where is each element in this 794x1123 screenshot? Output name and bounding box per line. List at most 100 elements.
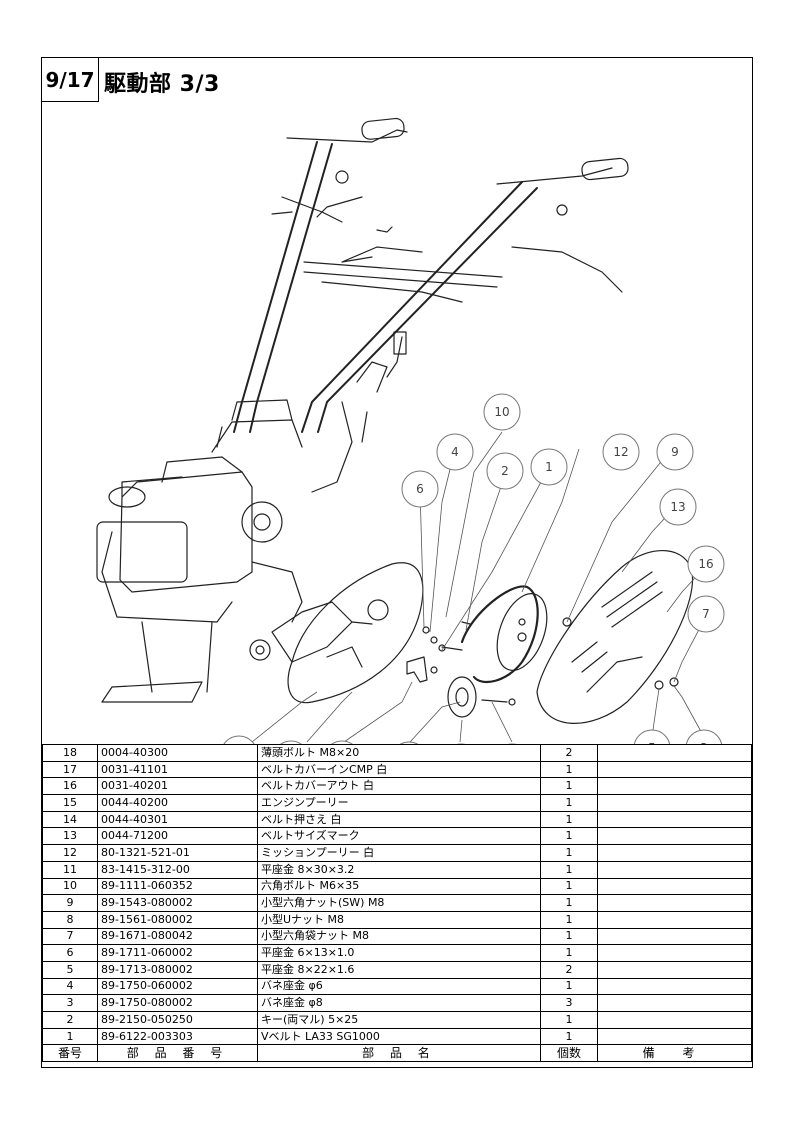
callout-13: 13	[659, 488, 697, 526]
engine-pulley-drawing	[447, 676, 516, 718]
cell-quantity: 1	[540, 777, 598, 796]
cell-part-name: ベルトカバーアウト 白	[257, 777, 541, 796]
cell-part-name: ベルト押さえ 白	[257, 810, 541, 829]
cell-remarks	[597, 744, 752, 762]
callout-18: 18	[399, 741, 419, 744]
cell-quantity: 1	[540, 794, 598, 812]
cell-quantity: 1	[540, 760, 598, 779]
cell-part-name: エンジンプーリー	[257, 794, 541, 812]
cell-part-number: 0044-71200	[97, 827, 258, 846]
cell-part-name: 小型六角ナット(SW) M8	[257, 894, 541, 912]
cell-part-name: ミッションプーリー 白	[257, 844, 541, 862]
cell-number: 13	[42, 827, 98, 846]
parts-table-header: 番号 部 品 番 号 部 品 名 個数 備 考	[42, 1044, 752, 1063]
cell-part-number: 89-1750-080002	[97, 994, 258, 1012]
callout-16: 16	[687, 545, 725, 583]
cell-quantity: 1	[540, 944, 598, 962]
cell-quantity: 1	[540, 877, 598, 896]
cell-number: 8	[42, 910, 98, 929]
col-header-quantity: 個数	[540, 1044, 598, 1063]
cell-part-name: 平座金 8×30×3.2	[257, 860, 541, 879]
cell-remarks	[597, 994, 752, 1012]
cell-part-name: Vベルト LA33 SG1000	[257, 1027, 541, 1046]
cell-part-name: 小型Uナット M8	[257, 910, 541, 929]
cell-part-name: バネ座金 φ6	[257, 977, 541, 996]
cell-quantity: 1	[540, 860, 598, 879]
cell-quantity: 1	[540, 910, 598, 929]
cell-remarks	[597, 944, 752, 962]
svg-text:13: 13	[670, 500, 685, 514]
cell-remarks	[597, 760, 752, 779]
engine-drawing	[96, 361, 388, 703]
cell-number: 16	[42, 777, 98, 796]
cell-part-number: 89-6122-003303	[97, 1027, 258, 1046]
cell-part-number: 89-1713-080002	[97, 960, 258, 979]
cell-remarks	[597, 827, 752, 846]
cell-part-number: 89-1671-080042	[97, 927, 258, 946]
cell-quantity: 1	[540, 827, 598, 846]
cell-part-number: 0044-40301	[97, 810, 258, 829]
callout-4: 4	[436, 433, 474, 471]
callout-8: 8	[223, 735, 255, 744]
cell-part-name: バネ座金 φ8	[257, 994, 541, 1012]
cell-remarks	[597, 927, 752, 946]
cell-number: 9	[42, 894, 98, 912]
cell-quantity: 1	[540, 810, 598, 829]
cell-number: 3	[42, 994, 98, 1012]
col-header-remarks: 備 考	[597, 1044, 752, 1063]
cell-part-number: 89-1543-080002	[97, 894, 258, 912]
cell-part-number: 89-1711-060002	[97, 944, 258, 962]
cell-remarks	[597, 794, 752, 812]
cell-quantity: 1	[540, 927, 598, 946]
cell-part-name: 平座金 8×22×1.6	[257, 960, 541, 979]
callout-7: 7	[687, 595, 725, 633]
page-title: 駆動部 3/3	[104, 72, 220, 97]
page-frame: 9/17 駆動部 3/3	[41, 57, 753, 1068]
svg-text:12: 12	[613, 445, 628, 459]
svg-text:5: 5	[648, 741, 656, 744]
page-number: 9/17	[42, 58, 99, 102]
belt-cover-inner-drawing	[287, 562, 424, 704]
cell-remarks	[597, 1011, 752, 1029]
belt-press-drawing	[406, 656, 438, 683]
cell-part-number: 83-1415-312-00	[97, 860, 258, 879]
fasteners-drawing	[351, 621, 471, 652]
callout-1: 1	[530, 448, 568, 486]
col-header-number: 番号	[42, 1044, 98, 1063]
callout-10: 10	[483, 393, 521, 431]
cell-part-number: 0004-40300	[97, 744, 258, 762]
cell-remarks	[597, 977, 752, 996]
cell-quantity: 1	[540, 1027, 598, 1046]
svg-text:16: 16	[698, 557, 713, 571]
cell-part-number: 89-1561-080002	[97, 910, 258, 929]
v-belt-drawing	[460, 585, 548, 684]
cell-quantity: 2	[540, 960, 598, 979]
cell-remarks	[597, 960, 752, 979]
cell-remarks	[597, 777, 752, 796]
cell-number: 11	[42, 860, 98, 879]
cell-number: 7	[42, 927, 98, 946]
cell-part-number: 0031-40201	[97, 777, 258, 796]
cell-part-number: 89-1111-060352	[97, 877, 258, 896]
cell-number: 5	[42, 960, 98, 979]
cell-part-name: ベルトカバーインCMP 白	[257, 760, 541, 779]
cell-quantity: 1	[540, 1011, 598, 1029]
cell-number: 12	[42, 844, 98, 862]
callout-12: 12	[602, 433, 640, 471]
svg-text:2: 2	[501, 464, 509, 478]
cell-part-name: 六角ボルト M6×35	[257, 877, 541, 896]
